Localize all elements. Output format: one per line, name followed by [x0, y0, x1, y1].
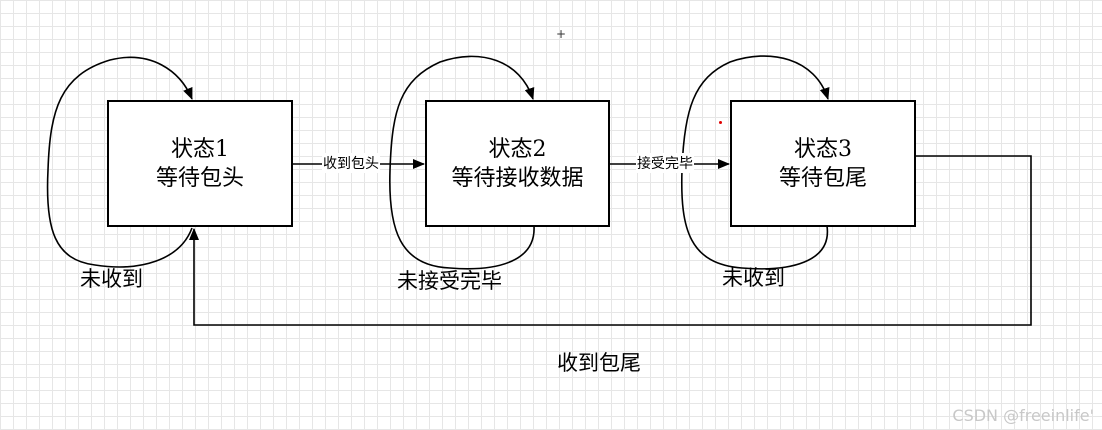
- state-box-3: 状态3 等待包尾: [730, 100, 916, 227]
- state-box-1: 状态1 等待包头: [107, 100, 293, 227]
- loop-arrow-state1: [46, 56, 193, 268]
- label-s1-loop: 未收到: [80, 267, 143, 291]
- label-s1-to-s2: 收到包头: [322, 153, 380, 173]
- watermark: CSDN @freeinlife': [952, 406, 1094, 425]
- state1-title: 状态1: [171, 136, 229, 162]
- label-s3-loop: 未收到: [722, 266, 785, 290]
- label-s2-loop: 未接受完毕: [397, 269, 502, 293]
- state2-subtitle: 等待接收数据: [451, 165, 584, 191]
- state3-subtitle: 等待包尾: [778, 165, 867, 191]
- red-dot-mark: [719, 121, 722, 124]
- state3-title: 状态3: [794, 136, 852, 162]
- state1-subtitle: 等待包头: [155, 165, 244, 191]
- state2-title: 状态2: [488, 136, 547, 162]
- label-s2-to-s3: 接受完毕: [636, 153, 694, 173]
- arrow-s3-to-s1: [189, 155, 1032, 326]
- loop-arrow-state2: [388, 55, 535, 270]
- crosshair-cursor-icon: +: [556, 27, 567, 41]
- state-box-2: 状态2 等待接收数据: [425, 100, 610, 227]
- label-s3-to-s1: 收到包尾: [557, 351, 641, 375]
